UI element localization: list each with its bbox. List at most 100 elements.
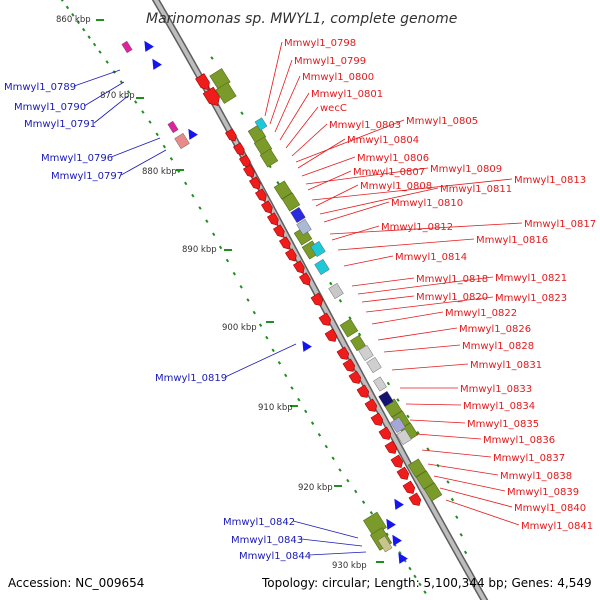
cds-arrow bbox=[261, 200, 273, 214]
leader-line bbox=[225, 343, 297, 378]
leader-line bbox=[274, 75, 301, 133]
gene-label: Mmwyl1_0820 bbox=[416, 292, 488, 303]
tick-mark bbox=[450, 497, 455, 502]
gene-label: Mmwyl1_0839 bbox=[507, 487, 579, 498]
cds-arrow bbox=[239, 154, 251, 168]
tick-mark bbox=[212, 232, 216, 237]
leader-line bbox=[83, 81, 125, 107]
tick-mark bbox=[369, 511, 374, 515]
cds-arrow bbox=[402, 480, 416, 494]
tick-mark bbox=[82, 27, 86, 32]
leader-line bbox=[371, 311, 444, 325]
tick-mark bbox=[191, 193, 195, 198]
feature-block bbox=[377, 535, 393, 553]
gene-label: Mmwyl1_0834 bbox=[463, 401, 535, 412]
cds-arrow bbox=[324, 328, 338, 342]
cds-arrow bbox=[273, 224, 285, 238]
tick-mark bbox=[232, 271, 236, 276]
cds-arrow bbox=[390, 454, 404, 468]
tick-mark bbox=[284, 373, 288, 378]
leader-line bbox=[264, 41, 283, 117]
feature-block bbox=[373, 376, 387, 392]
feature-block bbox=[121, 40, 133, 54]
kbp-label: 930 kbp bbox=[332, 561, 367, 571]
gene-label: Mmwyl1_0828 bbox=[462, 341, 534, 352]
cds-arrow bbox=[225, 128, 237, 142]
feature-block bbox=[314, 258, 330, 276]
gene-label: Mmwyl1_0838 bbox=[500, 471, 572, 482]
leader-line bbox=[391, 363, 469, 371]
gene-label: Mmwyl1_0814 bbox=[395, 252, 467, 263]
leader-line bbox=[439, 487, 513, 508]
leader-line bbox=[279, 92, 310, 141]
cds-arrow bbox=[342, 358, 356, 372]
feature-block bbox=[378, 390, 394, 408]
tick-mark bbox=[126, 90, 131, 94]
leader-line bbox=[433, 475, 506, 492]
leader-line bbox=[329, 222, 523, 235]
gene-label: Mmwyl1_0806 bbox=[357, 153, 429, 164]
gene-label: Mmwyl1_0819 bbox=[155, 373, 227, 384]
cds-arrow bbox=[336, 346, 350, 360]
cog-block bbox=[339, 318, 359, 338]
gene-label: Mmwyl1_0813 bbox=[514, 175, 586, 186]
tick-mark bbox=[413, 574, 417, 579]
tick-mark bbox=[162, 144, 166, 149]
kbp-label: 890 kbp bbox=[182, 245, 217, 255]
tick-mark bbox=[385, 532, 389, 537]
leader-line bbox=[323, 201, 390, 223]
tick-mark bbox=[92, 42, 97, 47]
gene-label: Mmwyl1_0831 bbox=[470, 360, 542, 371]
tick-mark bbox=[98, 50, 102, 54]
reverse-cds-arrow bbox=[188, 128, 198, 140]
accession-text: Accession: NC_009654 bbox=[8, 576, 144, 590]
cds-arrow bbox=[356, 384, 370, 398]
feature-block bbox=[366, 356, 382, 374]
feature-block bbox=[396, 428, 412, 446]
leader-line bbox=[421, 449, 492, 458]
leader-line bbox=[121, 149, 167, 176]
cds-arrow bbox=[249, 176, 261, 190]
leader-line bbox=[365, 296, 494, 313]
tick-mark bbox=[455, 515, 459, 520]
leader-line bbox=[315, 184, 359, 207]
leader-line bbox=[301, 156, 356, 177]
tick-mark bbox=[317, 433, 322, 437]
tick-mark bbox=[141, 110, 145, 114]
gene-label: Mmwyl1_0836 bbox=[483, 435, 555, 446]
tick-mark bbox=[169, 157, 174, 161]
feature-block bbox=[254, 117, 268, 131]
tick-mark bbox=[354, 489, 358, 494]
tick-mark bbox=[290, 386, 294, 390]
tick-mark bbox=[386, 381, 391, 386]
tick-mark bbox=[338, 468, 342, 472]
feature-block bbox=[167, 120, 179, 134]
feature-block bbox=[328, 282, 344, 300]
cds-arrow bbox=[299, 272, 311, 286]
feature-block bbox=[358, 344, 374, 362]
tick-mark bbox=[271, 348, 275, 353]
cds-arrow bbox=[243, 164, 255, 178]
tick-mark bbox=[416, 430, 420, 435]
tick-mark bbox=[184, 181, 188, 186]
cog-block bbox=[293, 226, 313, 246]
tick-mark bbox=[297, 397, 301, 402]
kbp-label: 900 kbp bbox=[222, 323, 257, 333]
gene-label: Mmwyl1_0799 bbox=[294, 56, 366, 67]
tick-mark bbox=[258, 323, 263, 327]
gene-label: Mmwyl1_0798 bbox=[284, 38, 356, 49]
tick-mark bbox=[310, 421, 315, 425]
gene-label: Mmwyl1_0833 bbox=[460, 384, 532, 395]
tick-mark bbox=[459, 532, 463, 537]
kbp-label: 880 kbp bbox=[142, 167, 177, 177]
cog-block bbox=[423, 482, 443, 502]
feature-tracks bbox=[121, 40, 443, 564]
map-title: Marinomonas sp. MWYL1, complete genome bbox=[146, 11, 457, 27]
cog-block bbox=[273, 180, 293, 200]
leader-line bbox=[319, 187, 439, 215]
cds-arrow bbox=[195, 73, 210, 91]
cds-arrow bbox=[310, 292, 324, 306]
tick-mark bbox=[406, 414, 410, 419]
